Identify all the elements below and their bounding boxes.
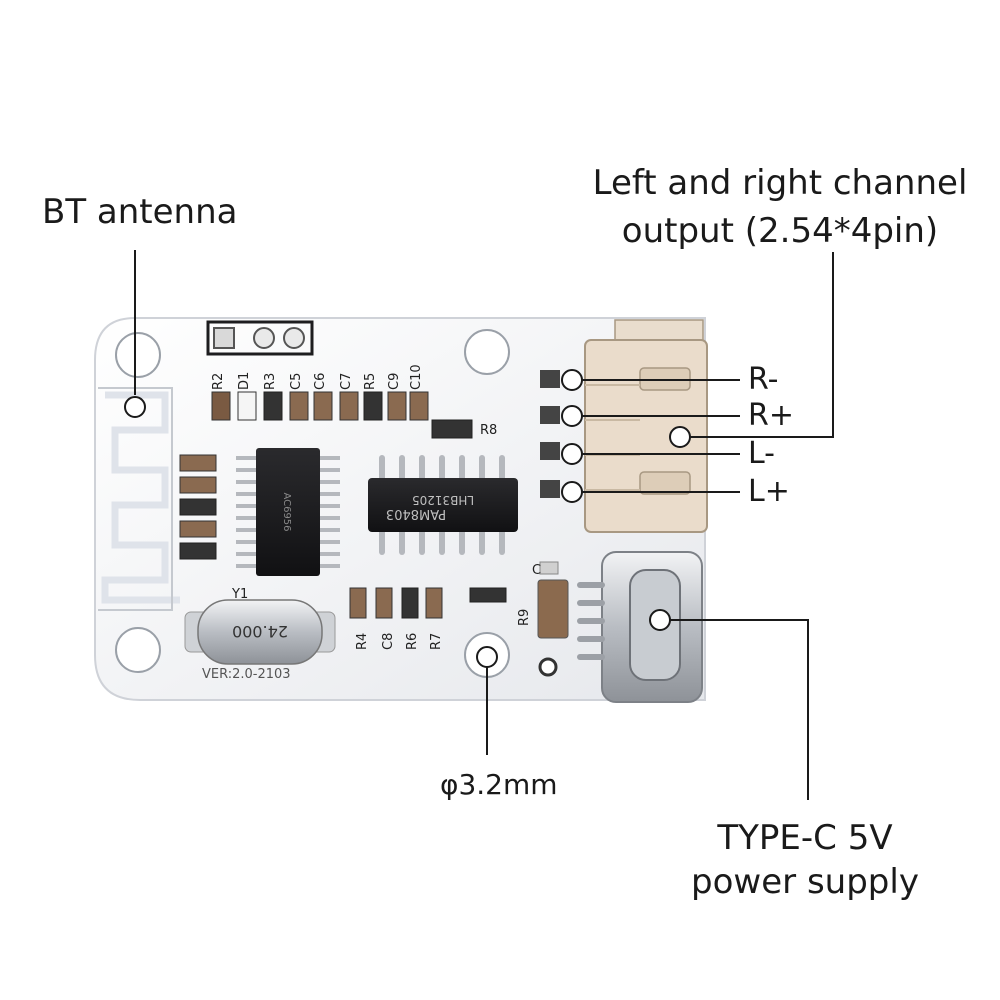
silkscreen-c9: C9: [387, 373, 402, 390]
pin-label-r-minus: R-: [748, 362, 779, 397]
callout-markers: [124, 369, 691, 668]
silkscreen-r8: R8: [480, 423, 497, 438]
hole-diameter-label: φ3.2mm: [440, 768, 558, 801]
crystal-text: 24.000: [232, 622, 288, 641]
power-label-line2: power supply: [691, 862, 919, 902]
bt-antenna-trace: [101, 391, 180, 604]
silkscreen-c10: C10: [409, 364, 424, 390]
output-label-line1: Left and right channel: [592, 163, 968, 203]
pin-label-l-plus: L+: [748, 474, 790, 509]
output-label-line2: output (2.54*4pin): [621, 211, 939, 251]
silkscreen-d1: D1: [237, 372, 252, 390]
bt-chip: [236, 448, 340, 576]
silkscreen-c5: C5: [289, 373, 304, 390]
smd-row-top: [211, 391, 473, 439]
header-pads: [206, 320, 314, 356]
silkscreen-r5: R5: [363, 373, 378, 390]
callout-lines: [134, 250, 834, 800]
jst-pins: [540, 370, 560, 498]
power-label-line1: TYPE-C 5V: [717, 818, 893, 858]
bt-antenna-label: BT antenna: [42, 192, 238, 232]
silkscreen-r6: R6: [405, 633, 420, 650]
silkscreen-r2: R2: [211, 373, 226, 390]
amp-chip-code: LHB31205: [412, 493, 474, 507]
silkscreen-c7: C7: [339, 373, 354, 390]
bt-chip-text: AC6956: [281, 492, 292, 531]
jst-connector: [584, 319, 708, 533]
amp-chip: [368, 455, 518, 555]
silkscreen-r7: R7: [429, 633, 444, 650]
amp-chip-marking: PAM8403: [386, 506, 446, 521]
silkscreen-c: C: [532, 563, 541, 578]
silkscreen-y1: Y1: [231, 587, 248, 602]
pin-label-r-plus: R+: [748, 398, 794, 433]
mounting-holes: [115, 329, 510, 678]
silkscreen-r9: R9: [517, 609, 532, 626]
smd-row-bottom: [349, 561, 569, 677]
silkscreen-r3: R3: [263, 373, 278, 390]
silkscreen-c8: C8: [381, 633, 396, 650]
smd-column-left: [179, 454, 217, 560]
pin-label-l-minus: L-: [748, 436, 776, 471]
board-version: VER:2.0-2103: [202, 667, 291, 682]
crystal-oscillator: [184, 599, 336, 665]
amp-chip-text: PAM8403: [386, 506, 446, 521]
silkscreen-r4: R4: [355, 633, 370, 650]
silkscreen-c6: C6: [313, 373, 328, 390]
